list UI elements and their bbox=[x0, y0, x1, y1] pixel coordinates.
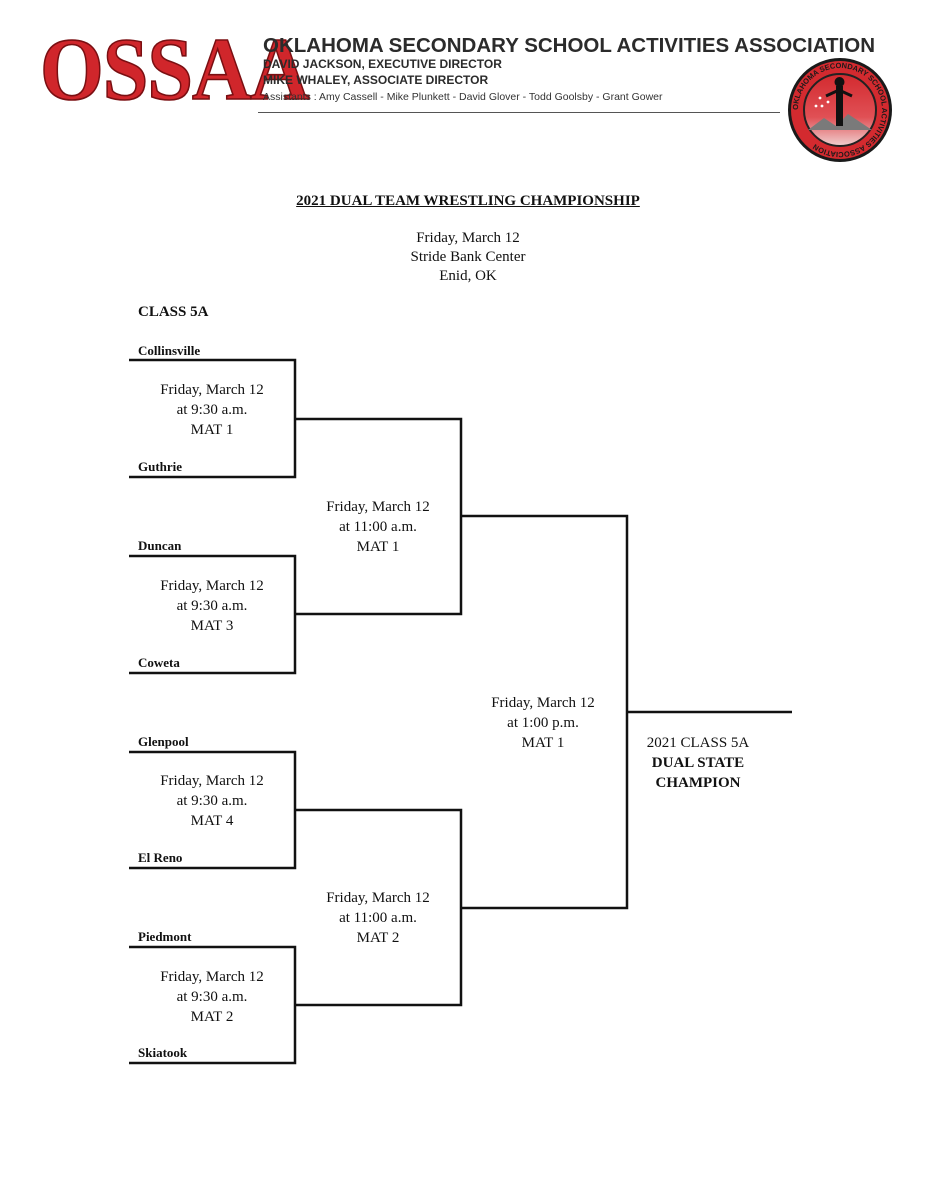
team-slot-5: Glenpool bbox=[138, 734, 189, 749]
match-day: Friday, March 12 bbox=[160, 969, 264, 985]
champion-line-3: CHAMPION bbox=[655, 775, 741, 791]
match-day: Friday, March 12 bbox=[326, 890, 430, 906]
event-title: 2021 DUAL TEAM WRESTLING CHAMPIONSHIP bbox=[296, 193, 640, 209]
ossaa-logo: OSSAA bbox=[39, 19, 310, 119]
match-day: Friday, March 12 bbox=[160, 382, 264, 398]
round1-match-2: Friday, March 12 at 9:30 a.m. MAT 3 bbox=[122, 576, 302, 636]
champion-line-2: DUAL STATE bbox=[651, 755, 745, 771]
team-slot-8: Skiatook bbox=[138, 1045, 188, 1060]
round1-match-4: Friday, March 12 at 9:30 a.m. MAT 2 bbox=[122, 967, 302, 1027]
match-time: at 11:00 a.m. bbox=[339, 910, 417, 926]
match-time: at 9:30 a.m. bbox=[176, 989, 248, 1005]
team-slot-2: Guthrie bbox=[138, 459, 183, 474]
match-time: at 1:00 p.m. bbox=[507, 715, 579, 731]
team-slot-7: Piedmont bbox=[138, 929, 192, 944]
semifinal-match-1: Friday, March 12 at 11:00 a.m. MAT 1 bbox=[288, 497, 468, 557]
class-label: CLASS 5A bbox=[138, 304, 209, 320]
match-time: at 9:30 a.m. bbox=[176, 793, 248, 809]
champion-label: 2021 CLASS 5A DUAL STATE CHAMPION bbox=[638, 733, 758, 793]
event-date: Friday, March 12 bbox=[416, 230, 520, 246]
semifinal-match-2: Friday, March 12 at 11:00 a.m. MAT 2 bbox=[288, 888, 468, 948]
match-mat: MAT 1 bbox=[356, 539, 400, 555]
final-match: Friday, March 12 at 1:00 p.m. MAT 1 bbox=[453, 693, 633, 753]
match-mat: MAT 3 bbox=[190, 618, 234, 634]
team-slot-6: El Reno bbox=[138, 850, 183, 865]
match-day: Friday, March 12 bbox=[160, 773, 264, 789]
associate-director: MIKE WHALEY, ASSOCIATE DIRECTOR bbox=[263, 73, 489, 87]
org-name: OKLAHOMA SECONDARY SCHOOL ACTIVITIES ASS… bbox=[263, 34, 875, 57]
round1-match-3: Friday, March 12 at 9:30 a.m. MAT 4 bbox=[122, 771, 302, 831]
round1-match-1: Friday, March 12 at 9:30 a.m. MAT 1 bbox=[122, 380, 302, 440]
match-day: Friday, March 12 bbox=[326, 499, 430, 515]
header-rule bbox=[258, 112, 780, 113]
match-time: at 9:30 a.m. bbox=[176, 598, 248, 614]
assistants-line: Assistants : Amy Cassell - Mike Plunkett… bbox=[263, 91, 663, 103]
match-mat: MAT 2 bbox=[190, 1009, 234, 1025]
match-mat: MAT 2 bbox=[356, 930, 400, 946]
match-mat: MAT 1 bbox=[521, 735, 565, 751]
executive-director: DAVID JACKSON, EXECUTIVE DIRECTOR bbox=[263, 57, 502, 71]
match-mat: MAT 4 bbox=[190, 813, 234, 829]
team-slot-1: Collinsville bbox=[138, 343, 201, 358]
match-day: Friday, March 12 bbox=[491, 695, 595, 711]
team-slot-4: Coweta bbox=[138, 655, 180, 670]
champion-line-1: 2021 CLASS 5A bbox=[646, 735, 750, 751]
event-venue: Stride Bank Center bbox=[410, 249, 526, 265]
match-day: Friday, March 12 bbox=[160, 578, 264, 594]
ossaa-seal-icon: OKLAHOMA SECONDARY SCHOOL ACTIVITIES ASS… bbox=[788, 58, 892, 162]
match-time: at 9:30 a.m. bbox=[176, 402, 248, 418]
team-slot-3: Duncan bbox=[138, 538, 182, 553]
event-city: Enid, OK bbox=[439, 268, 497, 284]
match-time: at 11:00 a.m. bbox=[339, 519, 417, 535]
match-mat: MAT 1 bbox=[190, 422, 234, 438]
